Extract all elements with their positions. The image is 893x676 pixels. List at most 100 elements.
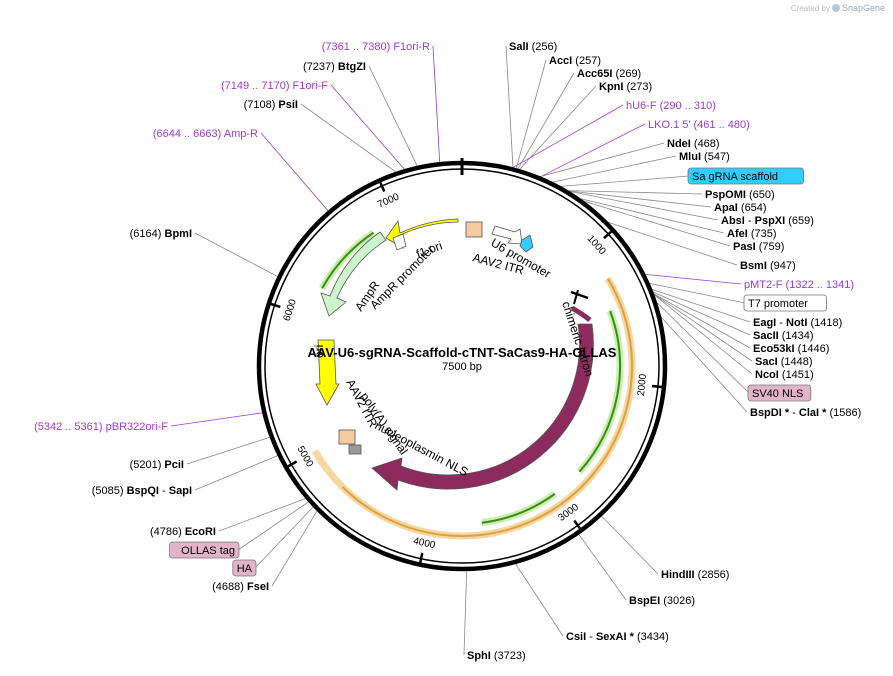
inner-arcs (311, 229, 636, 540)
leader-line (432, 45, 441, 163)
site-name: KpnI (599, 81, 623, 93)
site-pos: (547) (701, 151, 730, 163)
site-label: KpnI (273) (599, 81, 652, 93)
leader-line (186, 436, 270, 465)
site-label: (5201) PciI (130, 459, 184, 471)
feature-tag-text: Sa gRNA scaffold (692, 171, 778, 183)
plasmid-size: 7500 bp (442, 361, 482, 373)
tick-label: 6000 (282, 298, 299, 323)
site-label: PasI (759) (733, 241, 784, 253)
site-pos: (1448) (778, 356, 813, 368)
tick-mark (651, 384, 663, 389)
plasmid-name: AAV-U6-sgRNA-Scaffold-cTNT-SaCas9-HA-OLL… (308, 345, 617, 360)
leader-line (660, 316, 748, 413)
site-pos: (1586) (826, 407, 861, 419)
leader-line (540, 123, 646, 178)
sa-scaffold-arrow (519, 234, 534, 253)
tick-label: 4000 (412, 536, 436, 551)
site-sep: - (159, 485, 169, 497)
primer-label: (5342 .. 5361) pBR322ori-F (34, 421, 168, 433)
tick-label: 5000 (294, 444, 315, 469)
leader-line (505, 45, 514, 168)
site-name: FseI (247, 581, 269, 593)
site-pos: (273) (623, 81, 652, 93)
intron-marker-b (573, 289, 579, 305)
feature-arc (341, 486, 551, 537)
feature-tag-box (747, 384, 812, 402)
site-label: SacII (1434) (753, 330, 814, 342)
feature-tag-label: SV40 NLS (752, 388, 803, 400)
site-name: PsiI (278, 99, 298, 111)
feature-arc (321, 231, 375, 289)
site-sep: - (745, 215, 755, 227)
ori-arrow (315, 339, 340, 406)
site-pos: (1451) (779, 369, 814, 381)
feature-tag-text: SV40 NLS (752, 388, 803, 400)
site-label: SacI (1448) (755, 356, 813, 368)
primer-label: (7361 .. 7380) F1ori-R (322, 41, 430, 53)
site-name: SphI (467, 650, 491, 662)
site-label: NcoI (1451) (755, 369, 814, 381)
u6-promoter-arrow (491, 225, 523, 245)
credit-brand: SnapGene (841, 3, 885, 13)
intron-marker-a (570, 290, 589, 300)
site-name: NdeI (667, 138, 691, 150)
feature-tag-label: OLLAS tag (181, 545, 235, 557)
site-label: (4688) FseI (212, 581, 269, 593)
site-label: PspOMI (650) (705, 189, 775, 201)
leader-line (552, 155, 677, 183)
site-pos: (3723) (491, 650, 526, 662)
leader-line (649, 283, 746, 304)
site-name2: SexAI * (596, 631, 635, 643)
primer-label: (7149 .. 7170) F1ori-F (221, 80, 328, 92)
site-pos: (659) (785, 215, 814, 227)
site-label: SphI (3723) (467, 650, 526, 662)
site-name: SacII (753, 330, 779, 342)
site-pos: (4786) (150, 526, 185, 538)
tick-mark (287, 460, 298, 468)
site-pos: (1418) (807, 317, 842, 329)
ori-label: ori (312, 345, 326, 358)
site-name2: SapI (169, 485, 192, 497)
site-label: Acc65I (269) (577, 68, 641, 80)
site-pos: (2856) (695, 569, 730, 581)
leader-line (300, 103, 397, 173)
leader-line (653, 293, 753, 362)
leader-line (568, 190, 703, 195)
site-name: EcoRI (185, 526, 216, 538)
leader-line (540, 142, 665, 177)
tick-mark (270, 302, 281, 309)
primer-primer: pMT2-F (744, 279, 783, 291)
feature-arc (481, 493, 556, 524)
site-label: AccI (257) (549, 55, 601, 67)
site-pos: (3434) (634, 631, 669, 643)
site-name: Eco53kI (753, 343, 795, 355)
site-label: (6164) BpmI (130, 228, 192, 240)
site-name: CsiI (566, 631, 586, 643)
site-name: MluI (679, 151, 701, 163)
site-name: PspOMI (705, 189, 746, 201)
feature-tag-text: OLLAS tag (181, 545, 235, 557)
feature-tag-label: T7 promoter (748, 298, 808, 310)
site-name: Acc65I (577, 68, 612, 80)
feature-tag-label: HA (237, 563, 253, 575)
site-name: AfeI (727, 228, 748, 240)
leader-line (254, 506, 314, 569)
site-sep: - (586, 631, 596, 643)
tick-mark (573, 519, 582, 530)
leader-line (517, 72, 575, 169)
site-name2: NotI (786, 317, 807, 329)
leader-line (194, 232, 278, 277)
site-pos: (735) (748, 228, 777, 240)
leader-line (519, 85, 597, 170)
site-name2: ClaI * (799, 407, 827, 419)
feature-tag-box (232, 559, 257, 577)
site-pos: (3026) (660, 595, 695, 607)
site-pos: (1434) (779, 330, 814, 342)
leader-line (652, 289, 751, 323)
leader-line (218, 498, 306, 532)
site-sep: - (776, 317, 786, 329)
primer-range: (461 .. 480) (690, 119, 749, 131)
site-label: (4786) EcoRI (150, 526, 216, 538)
